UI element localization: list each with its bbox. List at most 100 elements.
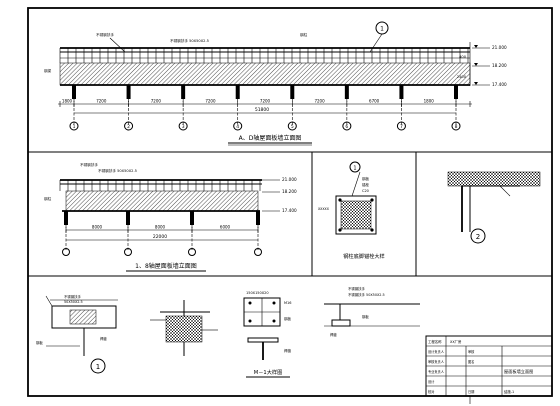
axis-bubble: [124, 248, 132, 256]
steel-column: [290, 85, 295, 99]
note-beam: 钢梁: [44, 68, 52, 73]
drawing-value: 屋面板墙立面图: [504, 368, 533, 375]
axis-label: 4: [236, 124, 239, 130]
anchor-bolt: [338, 198, 342, 202]
axis-bubble: [342, 121, 352, 131]
section-weld-block: [165, 315, 203, 343]
detail2-callout-number: 2: [476, 233, 480, 241]
axis-label: 6: [345, 124, 348, 130]
rail-note-plate: 钢板: [362, 314, 369, 319]
anchor-note-side: XXXXX: [318, 207, 330, 211]
m1-note-plate: 钢板: [284, 316, 292, 321]
elevation-1-8-title: 1、8轴屋面板墙立面图: [135, 262, 197, 270]
elev-mark-mid: 18.200: [492, 63, 507, 68]
axis-label: 5: [291, 124, 294, 130]
wall-panel-hatch: [59, 62, 471, 86]
row-check: 校对: [428, 389, 435, 394]
row-design-lead: 设计负责人: [428, 349, 445, 354]
steel-column: [126, 211, 130, 225]
m1-note-weld: 焊缝: [284, 348, 292, 353]
rail-posts-2: [59, 180, 261, 191]
steel-column: [126, 85, 131, 99]
detail1-note-handrail: 不锈钢扶手: [64, 294, 82, 299]
note-handrail: 不锈钢扶手: [96, 32, 114, 37]
rail-note-spec: 不锈钢扶手 50X50X2.5: [348, 292, 385, 297]
m1-note-bolt: M16: [284, 301, 291, 305]
detail1-section: [69, 309, 97, 325]
elev-mark-top: 21.000: [492, 45, 507, 50]
drawing-label: 图名: [468, 359, 474, 364]
axis-label: 3: [182, 124, 185, 130]
m1-title: M－1大样图: [254, 368, 283, 376]
rail-note-weld: 焊缝: [330, 332, 337, 337]
anchor-column-section: [340, 200, 372, 230]
project-value: XX厂房: [450, 339, 462, 344]
steel-column: [399, 85, 404, 99]
axis-bubble: [396, 121, 406, 131]
row-approve: 审核: [468, 349, 475, 354]
rail-posts: [59, 48, 469, 63]
row-discipline-lead: 专业负责人: [428, 369, 445, 374]
elevation-marks: 21.000 18.200 17.400: [472, 45, 507, 87]
callout-leader: [369, 33, 383, 53]
elev2-mark-top: 21.000: [282, 177, 297, 182]
anchor-bolt: [338, 228, 342, 232]
steel-column: [235, 85, 240, 99]
span-label: 8000: [92, 225, 103, 230]
elevation-marks-2: 21.000 18.200 17.400: [262, 177, 297, 213]
note-handrail-spec-2: 不锈钢扶手 50X50X2.5: [98, 168, 137, 173]
steel-columns: [72, 85, 458, 126]
detail-m1: 150X150X20 M16 钢板 焊缝 M－1大样图: [243, 291, 292, 378]
span-label: 7200: [96, 99, 107, 104]
axis-bubble: [124, 121, 134, 131]
elevation-a-d-title: A、D轴屋面板墙立面图: [239, 134, 302, 142]
axis-label: 7: [400, 124, 403, 130]
span-label: 8000: [155, 225, 166, 230]
anchor-base-plate: [335, 195, 377, 235]
span-label: 6700: [369, 99, 380, 104]
anchor-note-bolt: 锚栓: [362, 182, 370, 187]
axis-bubble: [254, 248, 262, 256]
axis-label: 2: [127, 124, 130, 130]
axis-bubbles-2: [62, 248, 262, 256]
steel-column: [256, 211, 260, 225]
row-design: 设计: [428, 379, 435, 384]
title-block: 工程名称 XX厂房 设计负责人 审核负责人 专业负责人 设计 校对 审核 图名 …: [425, 335, 553, 397]
span-label: 7200: [151, 99, 162, 104]
detail1-callout-number: 1: [96, 363, 100, 371]
axis-label: 1: [73, 124, 76, 130]
anchor-bolt: [370, 228, 374, 232]
wall-panel-hatch-2: [65, 190, 259, 212]
axis-bubble: [287, 121, 297, 131]
detail1-note-spec: 50X50X2.5: [64, 300, 83, 304]
span-label: 1800: [62, 99, 73, 104]
detail1-note-weld: 焊缝: [100, 336, 107, 341]
span-label: 7200: [314, 99, 325, 104]
rail-note-handrail: 不锈钢扶手: [348, 286, 366, 291]
note-column-2: 钢柱: [44, 196, 52, 201]
steel-column: [181, 85, 186, 99]
detail-rail: 不锈钢扶手 不锈钢扶手 50X50X2.5 钢板 焊缝: [324, 286, 420, 337]
left-dim-2400: 2400: [457, 75, 467, 79]
detail2-slab: [447, 171, 541, 187]
sheet-frame: [27, 7, 553, 397]
anchor-callout-bubble: [349, 161, 361, 173]
note-handrail-spec: 不锈钢扶手 50X50X2.5: [170, 38, 209, 43]
axis-bubble: [62, 248, 70, 256]
row-review-lead: 审核负责人: [428, 359, 445, 364]
anchor-bolt: [370, 198, 374, 202]
steel-column: [72, 85, 76, 99]
detail1-note-plate: 钢板: [36, 340, 43, 345]
project-label: 工程名称: [428, 339, 442, 344]
detail2-callout-bubble: [470, 228, 486, 244]
steel-column: [344, 85, 349, 99]
note-handrail-2: 不锈钢扶手: [80, 162, 98, 167]
sheet-number: 结施-1: [504, 389, 514, 394]
total-dimension-2: 22000: [153, 234, 167, 240]
